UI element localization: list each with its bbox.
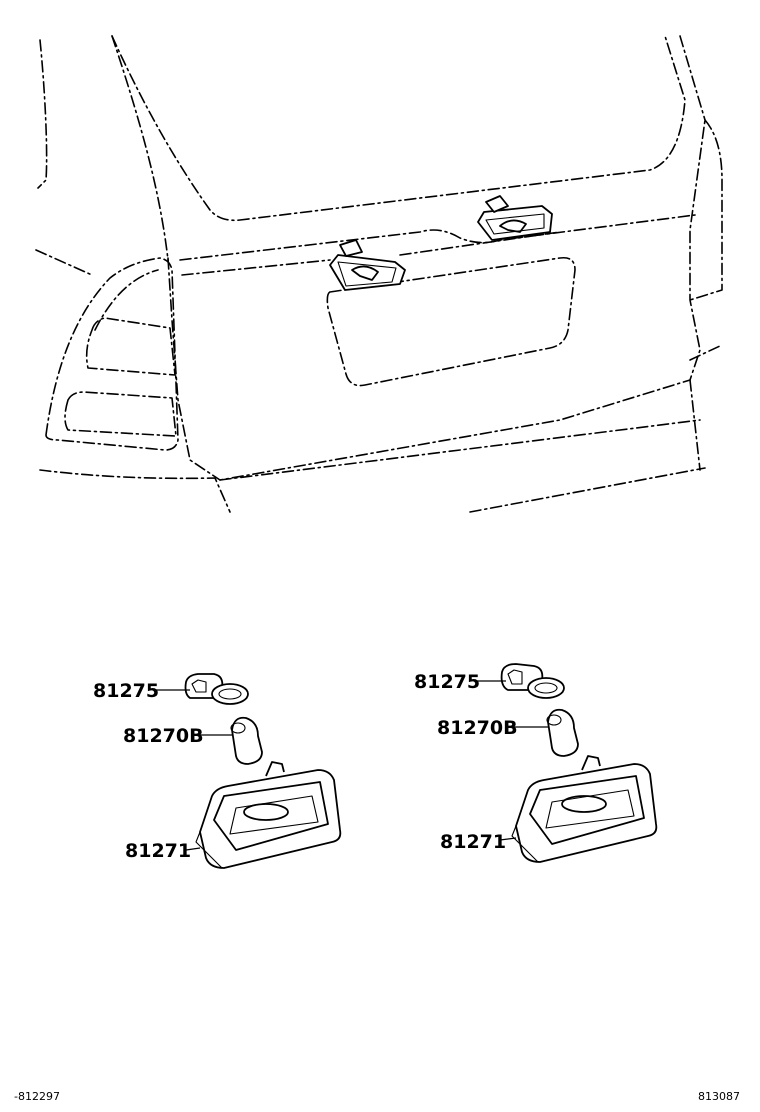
vehicle-rear-illustration [35, 35, 723, 513]
right-socket [500, 663, 565, 699]
right-socket-part-number: 81275 [414, 671, 480, 693]
left-lamp-housing [195, 761, 342, 869]
right-lamp-housing [511, 755, 658, 863]
right-bulb [546, 708, 579, 757]
right-lamp-assembly [476, 663, 658, 863]
left-lamp-part-number: 81271 [125, 840, 191, 862]
left-bulb [230, 716, 263, 765]
left-lamp-assembly [156, 673, 342, 869]
right-bulb-part-number: 81270B [437, 717, 518, 739]
installed-lamp-right [477, 195, 553, 241]
leader-right-lamp [499, 837, 517, 841]
leader-left-lamp [185, 847, 201, 851]
footer-left-code: -812297 [14, 1090, 60, 1103]
left-bulb-part-number: 81270B [123, 725, 204, 747]
right-lamp-part-number: 81271 [440, 831, 506, 853]
left-socket-part-number: 81275 [93, 680, 159, 702]
installed-lamp-left [329, 239, 406, 291]
footer-right-code: 813087 [698, 1090, 740, 1103]
left-socket [184, 673, 249, 705]
